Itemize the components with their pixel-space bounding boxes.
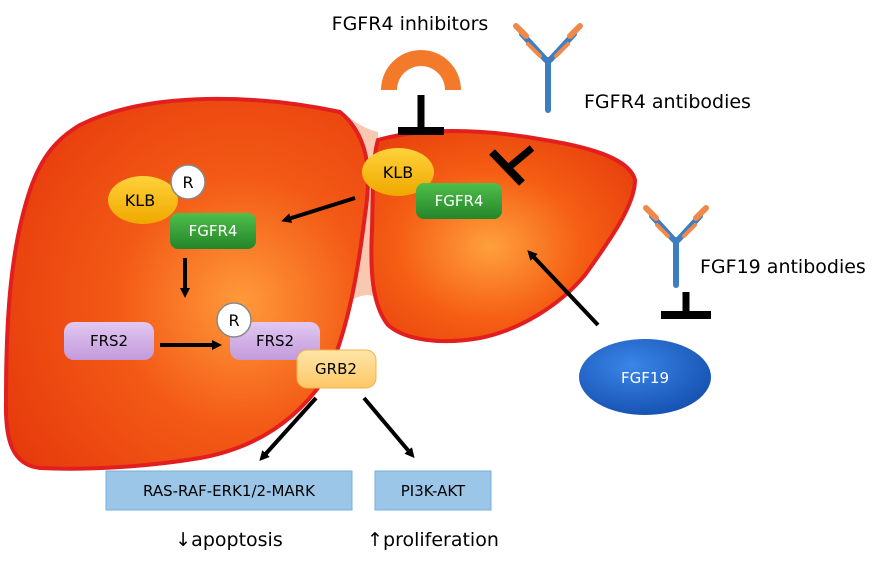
fgfr4-left-node xyxy=(170,213,256,249)
klb-right-node xyxy=(362,148,434,196)
r-left-label: R xyxy=(182,173,193,192)
fgfr4-left-label: FGFR4 xyxy=(189,222,238,240)
fgf19-node xyxy=(579,339,711,415)
arrow-fgf19-to-fgfr4-right xyxy=(527,250,600,327)
arrow-grb2-to-ras xyxy=(259,396,318,461)
klb-left-label: KLB xyxy=(125,191,155,210)
frs2-left-node xyxy=(64,322,154,360)
fgfr4-inhibitors-label: FGFR4 inhibitors xyxy=(332,13,489,35)
r-frs2-node xyxy=(216,302,252,338)
arrow-klb-to-fgfr4-left xyxy=(281,196,356,223)
grb2-label: GRB2 xyxy=(315,360,357,378)
r-left-node xyxy=(170,164,206,200)
fgf19-antibody-icon xyxy=(643,205,709,288)
frs2-right-label: FRS2 xyxy=(256,332,294,350)
ras-pathway-label: RAS-RAF-ERK1/2-MARK xyxy=(143,482,316,500)
fgfr4-antibodies-label: FGFR4 antibodies xyxy=(584,91,751,113)
fgfr4-antibody-icon xyxy=(513,23,583,113)
frs2-left-label: FRS2 xyxy=(90,332,128,350)
klb-left-node xyxy=(108,176,178,224)
ras-pathway-box xyxy=(105,470,353,511)
fgfr4-antibody-inhibit-bar xyxy=(489,149,525,186)
fgfr4-right-node xyxy=(416,183,502,219)
inhibitor-arc-shape xyxy=(381,50,461,90)
fgfr4-right-label: FGFR4 xyxy=(435,192,484,210)
pi3k-pathway-label: PI3K-AKT xyxy=(401,482,466,500)
frs2-right-node xyxy=(230,322,320,360)
r-frs2-label: R xyxy=(228,311,239,330)
arrow-grb2-to-pi3k xyxy=(362,396,415,459)
fgf19-label: FGF19 xyxy=(621,369,669,387)
klb-right-label: KLB xyxy=(383,163,413,182)
proliferation-label: ↑proliferation xyxy=(367,529,499,551)
grb2-node xyxy=(296,349,377,389)
fgf19-antibodies-label: FGF19 antibodies xyxy=(700,256,866,278)
pi3k-pathway-box xyxy=(374,470,492,511)
fgfr4-antibody-inhibit-stem xyxy=(505,145,535,171)
apoptosis-label: ↓apoptosis xyxy=(175,529,282,551)
